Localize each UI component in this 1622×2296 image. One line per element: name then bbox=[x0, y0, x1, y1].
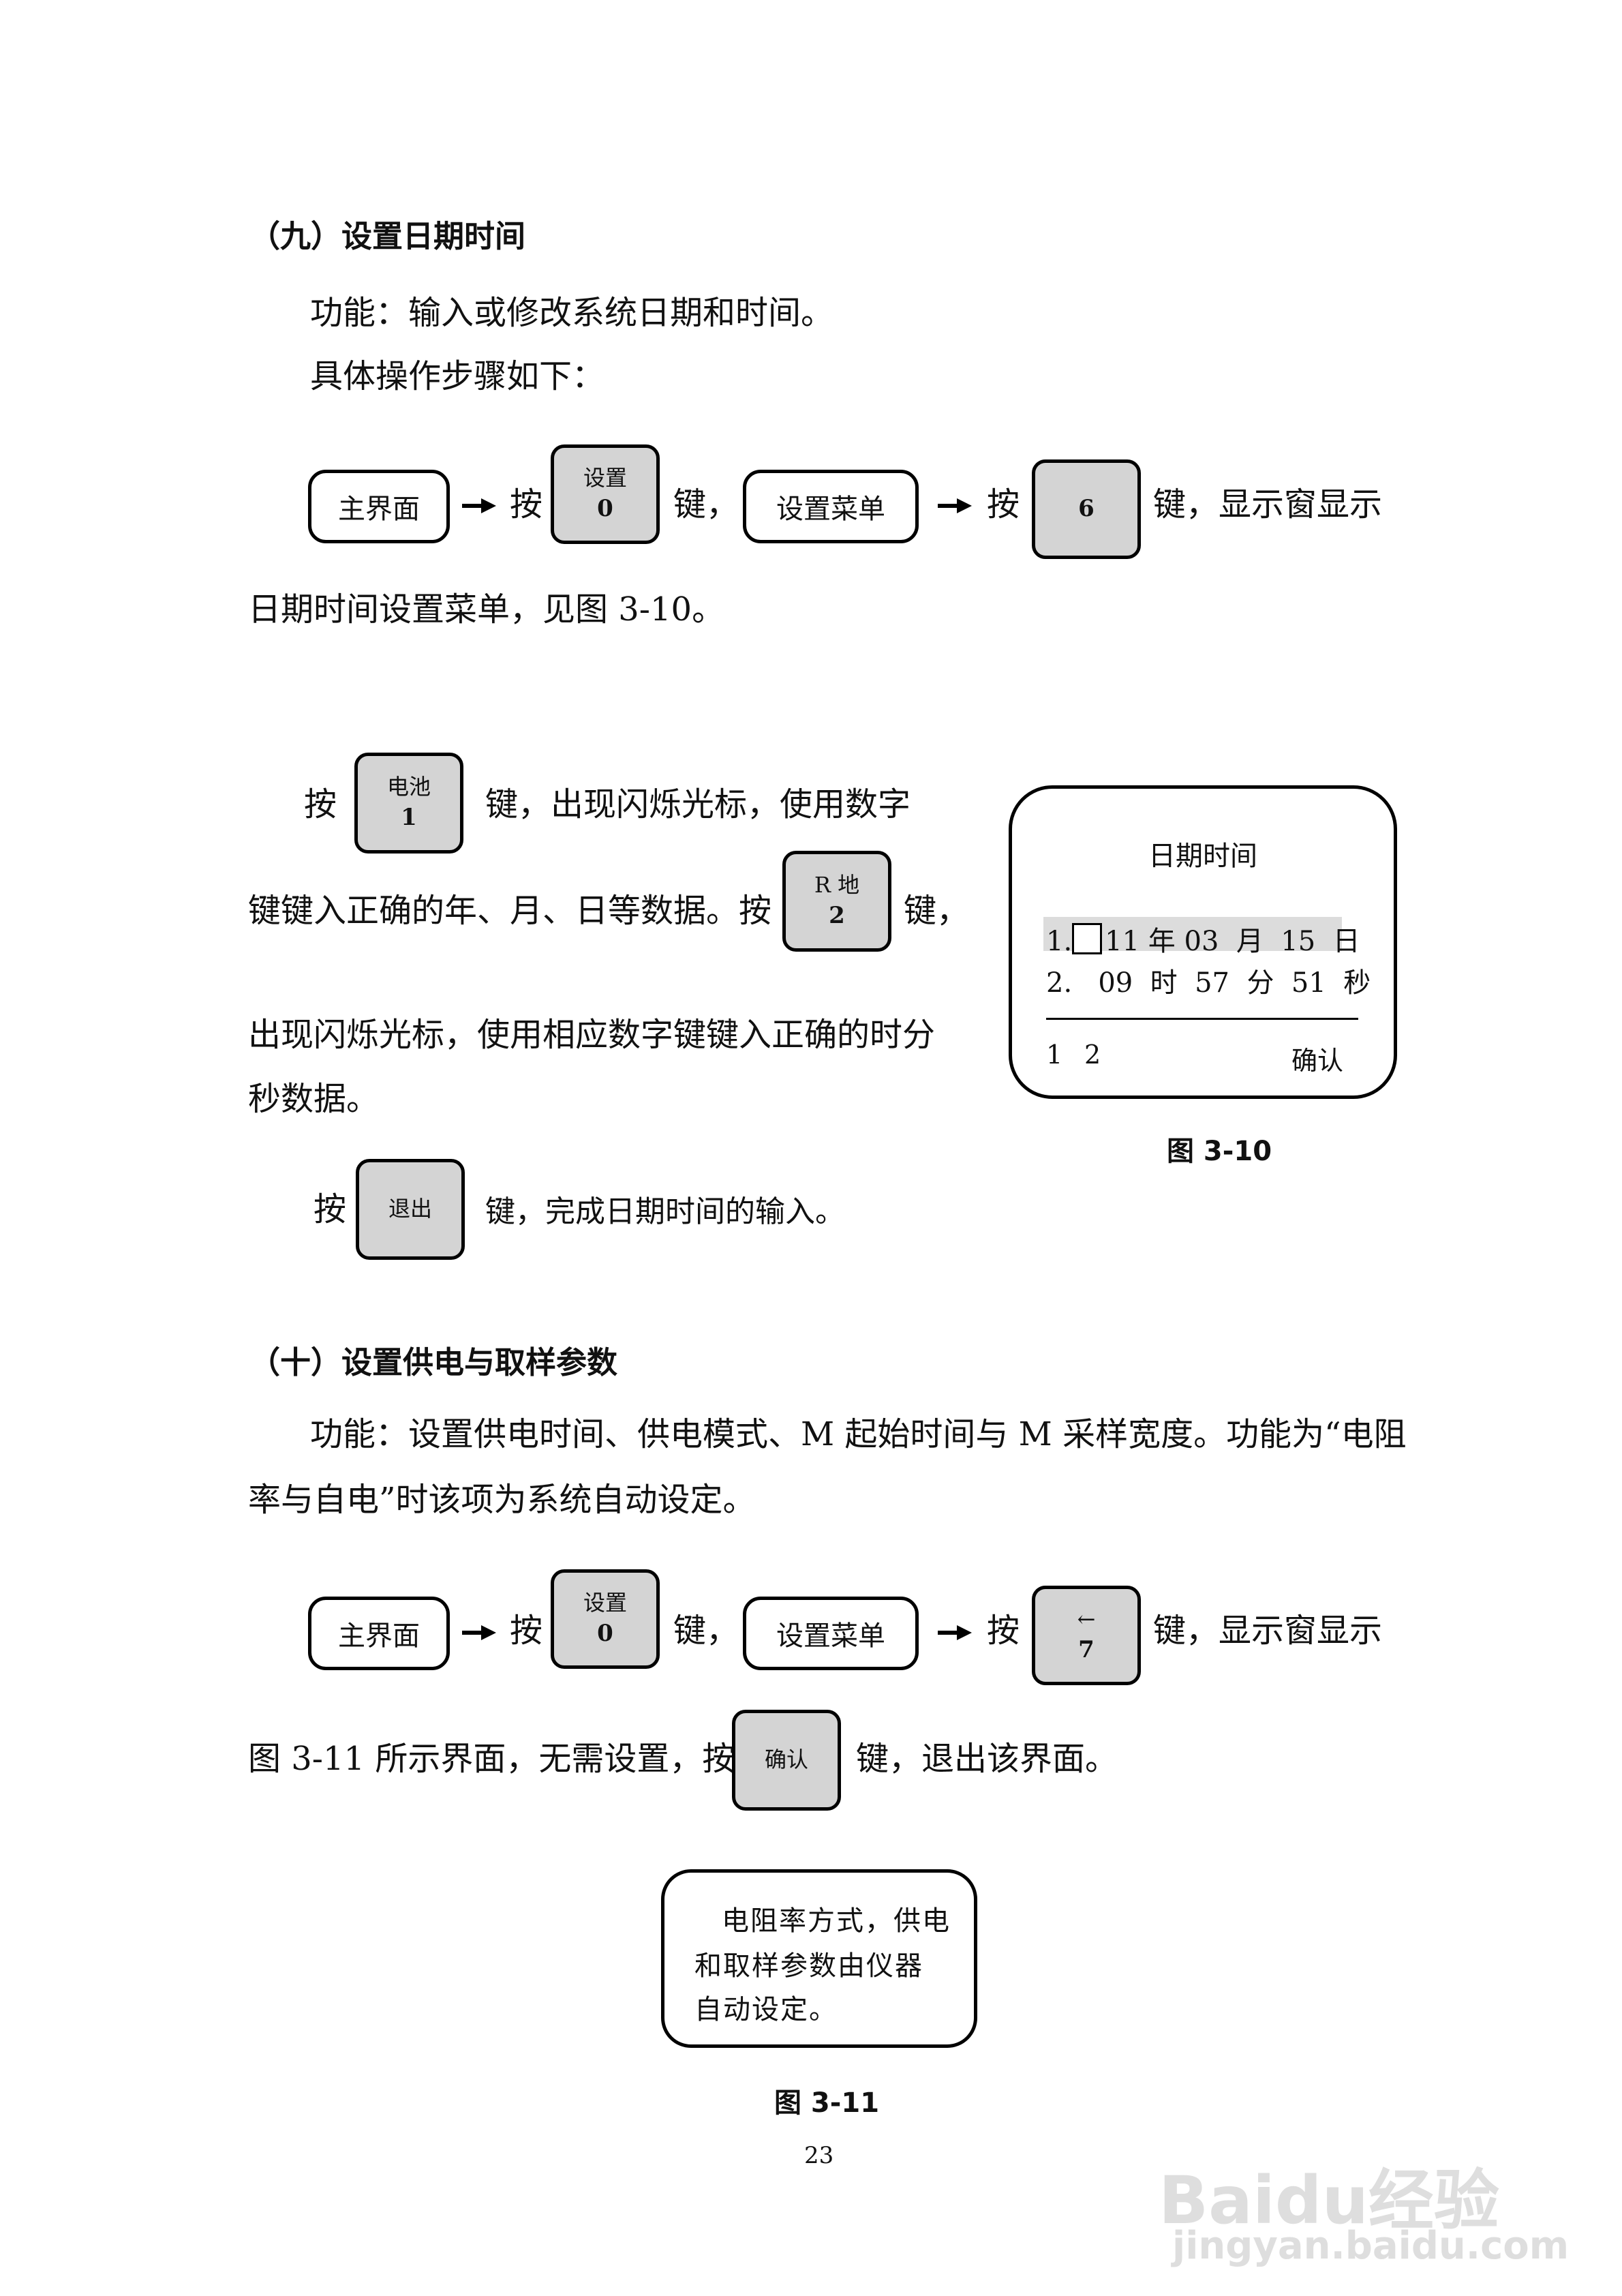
exit-key[interactable]: 退出 bbox=[356, 1159, 465, 1260]
month-value: 03 bbox=[1184, 926, 1219, 957]
settings-0-key[interactable]: 设置 0 bbox=[551, 444, 660, 544]
lcd-divider bbox=[1046, 1018, 1358, 1020]
section9-heading: （九）设置日期时间 bbox=[249, 218, 526, 254]
key-label: 设置 bbox=[583, 1590, 627, 1616]
lcd-footer-2: 2 bbox=[1084, 1040, 1101, 1070]
key-suffix-display-label: 键，显示窗显示 bbox=[1153, 485, 1383, 524]
lcd-footer-1: 1 bbox=[1046, 1040, 1063, 1070]
row-index: 1. bbox=[1046, 926, 1073, 957]
paragraph-line1: 键，出现闪烁光标，使用数字 bbox=[485, 785, 911, 824]
confirm-key[interactable]: 确认 bbox=[732, 1710, 841, 1811]
key-number: 6 bbox=[1078, 495, 1095, 523]
date-time-lcd: 日期时间 1.11 年 03 月 15 日 2. 09 时 57 分 51 秒 … bbox=[1009, 785, 1397, 1099]
minute-value: 57 bbox=[1195, 967, 1230, 999]
resistivity-lcd: 电阻率方式，供电 和取样参数由仪器 自动设定。 bbox=[661, 1869, 977, 2048]
press-label: 按 bbox=[987, 485, 1020, 524]
lcd-time-row: 2. 09 时 57 分 51 秒 bbox=[1046, 961, 1371, 1000]
watermark-url: jingyan.baidu.com bbox=[1172, 2224, 1570, 2268]
right-arrow-icon bbox=[938, 1625, 972, 1640]
page-number: 23 bbox=[804, 2142, 834, 2169]
key-6[interactable]: 6 bbox=[1032, 459, 1141, 559]
watermark-brand: Baidu经验 bbox=[1159, 2162, 1499, 2239]
row-index: 2. bbox=[1046, 967, 1073, 999]
key-label: 确认 bbox=[764, 1747, 808, 1773]
second-unit: 秒 bbox=[1343, 967, 1371, 999]
right-arrow-icon bbox=[938, 498, 972, 513]
hour-value: 09 bbox=[1098, 967, 1133, 999]
lcd-line-3: 自动设定。 bbox=[694, 1994, 838, 2025]
battery-1-key[interactable]: 电池 1 bbox=[354, 753, 463, 854]
lcd-footer-confirm: 确认 bbox=[1291, 1046, 1344, 1076]
key-number: 0 bbox=[597, 1619, 613, 1647]
settings-menu-box: 设置菜单 bbox=[743, 1597, 919, 1670]
exit-paragraph: 键，完成日期时间的输入。 bbox=[485, 1194, 845, 1229]
key-label: 退出 bbox=[388, 1196, 432, 1222]
settings-0-key[interactable]: 设置 0 bbox=[551, 1569, 660, 1669]
lcd-line-1: 电阻率方式，供电 bbox=[722, 1905, 951, 1937]
figure-caption-3-10: 图 3-10 bbox=[1167, 1136, 1272, 1167]
section10-tail-end: 键，退出该界面。 bbox=[856, 1740, 1118, 1778]
day-unit: 日 bbox=[1332, 926, 1360, 957]
day-value: 15 bbox=[1281, 926, 1316, 957]
paragraph-line2-end: 键， bbox=[904, 892, 970, 930]
paragraph-line4: 秒数据。 bbox=[248, 1080, 380, 1118]
month-unit: 月 bbox=[1236, 926, 1264, 957]
section10-heading: （十）设置供电与取样参数 bbox=[249, 1344, 618, 1380]
press-label: 按 bbox=[510, 485, 543, 524]
minute-unit: 分 bbox=[1246, 967, 1274, 999]
lcd-title: 日期时间 bbox=[1148, 841, 1257, 872]
press-label: 按 bbox=[510, 1612, 543, 1650]
paragraph-line3: 出现闪烁光标，使用相应数字键键入正确的时分 bbox=[248, 1016, 936, 1054]
right-arrow-icon bbox=[462, 498, 496, 513]
main-screen-box: 主界面 bbox=[308, 470, 450, 543]
left-arrow-7-key[interactable]: ← 7 bbox=[1032, 1586, 1141, 1685]
settings-menu-box: 设置菜单 bbox=[743, 470, 919, 543]
lcd-line-2: 和取样参数由仪器 bbox=[694, 1950, 923, 1982]
right-arrow-icon bbox=[462, 1625, 496, 1640]
figure-caption-3-11: 图 3-11 bbox=[774, 2087, 880, 2119]
press-label: 按 bbox=[987, 1612, 1020, 1650]
section10-function-line2: 率与自电”时该项为系统自动设定。 bbox=[248, 1481, 756, 1519]
press-label: 按 bbox=[304, 785, 337, 824]
paragraph-line2: 键键入正确的年、月、日等数据。按 bbox=[248, 892, 772, 930]
press-label: 按 bbox=[313, 1190, 347, 1228]
r-ground-2-key[interactable]: R 地 2 bbox=[782, 851, 891, 952]
section10-function-line1: 功能：设置供电时间、供电模式、M 起始时间与 M 采样宽度。功能为“电阻 bbox=[310, 1415, 1407, 1453]
key-label: 电池 bbox=[386, 774, 431, 800]
key-suffix-display-label: 键，显示窗显示 bbox=[1153, 1612, 1383, 1650]
key-suffix-label: 键， bbox=[673, 485, 739, 524]
left-arrow-icon: ← bbox=[1077, 1606, 1096, 1633]
key-number: 1 bbox=[401, 803, 417, 831]
section9-steps-intro: 具体操作步骤如下： bbox=[310, 357, 605, 395]
flow-tail-text: 日期时间设置菜单，见图 3-10。 bbox=[248, 590, 725, 629]
main-screen-box: 主界面 bbox=[308, 1597, 450, 1670]
key-suffix-label: 键， bbox=[673, 1612, 739, 1650]
second-value: 51 bbox=[1291, 967, 1326, 999]
key-label: R 地 bbox=[814, 872, 860, 898]
lcd-date-row: 1. 11 年 03 月 15 日 bbox=[1046, 919, 1360, 958]
key-number: 7 bbox=[1078, 1635, 1095, 1663]
key-label: 设置 bbox=[583, 465, 627, 492]
year-value: 11 bbox=[1105, 926, 1140, 957]
hour-unit: 时 bbox=[1150, 967, 1178, 999]
year-unit: 年 bbox=[1148, 926, 1176, 957]
section9-function-text: 功能：输入或修改系统日期和时间。 bbox=[310, 294, 834, 332]
key-number: 2 bbox=[829, 901, 845, 929]
cursor-box bbox=[1072, 923, 1103, 954]
section10-tail-start: 图 3-11 所示界面，无需设置，按 bbox=[248, 1740, 735, 1778]
key-number: 0 bbox=[597, 494, 613, 522]
